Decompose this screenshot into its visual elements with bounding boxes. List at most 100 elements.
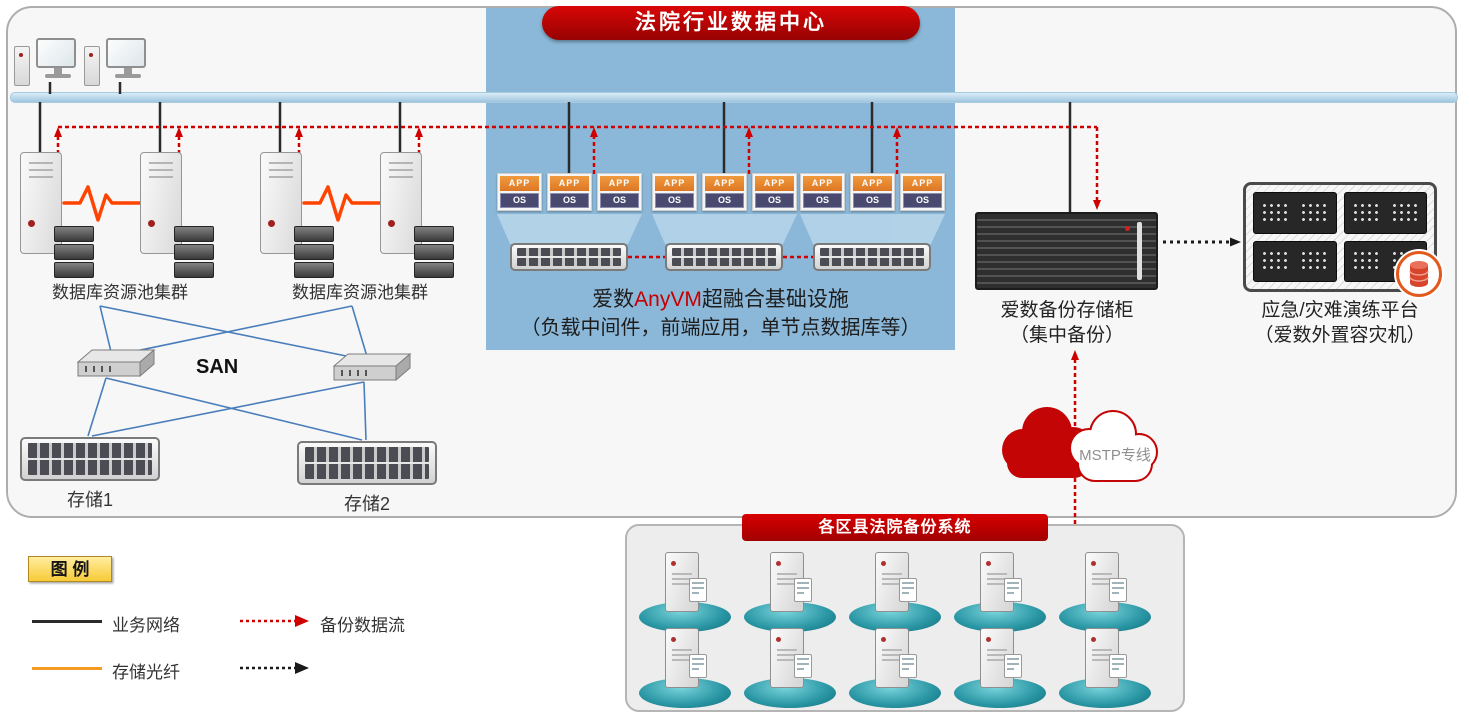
db-cluster-label-2: 数据库资源池集群	[292, 283, 428, 302]
legend-backup-flow-label: 备份数据流	[320, 616, 405, 635]
dr-server-icon	[1343, 192, 1427, 234]
disk-stack-icon	[174, 226, 214, 278]
cloud-label: MSTP专线	[1079, 447, 1151, 464]
legend-business-label: 业务网络	[112, 616, 180, 635]
san-switch-1	[76, 348, 156, 378]
hci-title-prefix: 爱数	[592, 288, 635, 311]
dr-platform	[1243, 182, 1437, 292]
database-icon	[1396, 251, 1442, 297]
app-label: APP	[705, 176, 744, 191]
hci-subtitle: （负载中间件，前端应用，单节点数据库等）	[520, 317, 921, 339]
title-banner: 法院行业数据中心	[542, 6, 920, 40]
workstation-tower-icon	[14, 46, 30, 86]
branch-server-icon	[635, 628, 735, 708]
dr-platform-subtitle: （爱数外置容灾机）	[1254, 325, 1426, 346]
cabinet-label-strip	[1137, 222, 1142, 280]
title-banner-label: 法院行业数据中心	[635, 11, 827, 34]
os-label: OS	[705, 193, 744, 208]
backup-cabinet-subtitle: （集中备份）	[1009, 325, 1124, 346]
workstation-group-1	[14, 38, 82, 88]
vm-node: APP OS	[752, 173, 797, 211]
app-label: APP	[755, 176, 794, 191]
backup-cabinet	[975, 212, 1158, 290]
vm-node: APP OS	[800, 173, 845, 211]
vm-storage-fans	[497, 214, 945, 244]
app-label: APP	[600, 176, 639, 191]
os-label: OS	[655, 193, 694, 208]
legend-title: 图 例	[28, 556, 112, 582]
network-bus	[10, 92, 1458, 103]
hci-storage-array-3	[813, 243, 931, 271]
vm-node: APP OS	[850, 173, 895, 211]
dr-platform-name: 应急/灾难演练平台	[1261, 300, 1419, 321]
workstation-monitor-icon	[36, 38, 80, 86]
vm-node: APP OS	[547, 173, 592, 211]
branch-server-icon	[740, 552, 840, 632]
vm-node: APP OS	[652, 173, 697, 211]
app-label: APP	[903, 176, 942, 191]
branch-server-icon	[1055, 552, 1155, 632]
san-fabric-lines	[87, 305, 369, 441]
hci-storage-array-1	[510, 243, 628, 271]
branch-server-icon	[950, 628, 1050, 708]
os-label: OS	[500, 193, 539, 208]
app-label: APP	[500, 176, 539, 191]
workstation-group-2	[84, 38, 152, 88]
storage2-label: 存储2	[343, 494, 390, 514]
hci-title-suffix: 超融合基础设施	[701, 288, 849, 311]
hci-title: 爱数AnyVM超融合基础设施	[486, 283, 955, 313]
branch-server-icon	[635, 552, 735, 632]
hci-title-brand: AnyVM	[634, 288, 702, 311]
branch-server-icon	[1055, 628, 1155, 708]
os-label: OS	[803, 193, 842, 208]
os-label: OS	[853, 193, 892, 208]
san-switch-2	[332, 352, 412, 382]
os-label: OS	[903, 193, 942, 208]
branch-banner: 各区县法院备份系统	[742, 514, 1048, 541]
db-server-3	[260, 152, 340, 278]
business-network-lines	[38, 82, 1072, 212]
db-cluster-label-1: 数据库资源池集群	[52, 283, 188, 302]
db-server-2	[140, 152, 220, 278]
vm-node: APP OS	[900, 173, 945, 211]
cabinet-led	[1125, 226, 1130, 231]
storage-array-2	[297, 441, 437, 485]
app-label: APP	[803, 176, 842, 191]
workstation-tower-icon	[84, 46, 100, 86]
disk-stack-icon	[54, 226, 94, 278]
branch-server-icon	[845, 552, 945, 632]
os-label: OS	[755, 193, 794, 208]
vm-node: APP OS	[497, 173, 542, 211]
legend-replication-arrow	[240, 662, 309, 674]
app-label: APP	[655, 176, 694, 191]
app-label: APP	[550, 176, 589, 191]
disk-stack-icon	[414, 226, 454, 278]
legend-fiber-line	[32, 667, 102, 670]
disk-stack-icon	[294, 226, 334, 278]
backup-flow-lines	[54, 125, 1101, 524]
backup-cabinet-name: 爱数备份存储柜	[1000, 300, 1134, 321]
app-label: APP	[853, 176, 892, 191]
os-label: OS	[600, 193, 639, 208]
branch-server-icon	[740, 628, 840, 708]
dr-server-icon	[1253, 240, 1337, 282]
mstp-cloud-icon: MSTP专线	[1002, 407, 1158, 482]
storage-array-1	[20, 437, 160, 481]
vm-node: APP OS	[702, 173, 747, 211]
legend-fiber-label: 存储光纤	[112, 663, 180, 682]
branch-server-icon	[845, 628, 945, 708]
db-server-1	[20, 152, 100, 278]
dr-server-icon	[1253, 192, 1337, 234]
legend-business-line	[32, 620, 102, 623]
db-server-4	[380, 152, 460, 278]
hci-storage-array-2	[665, 243, 783, 271]
vm-node: APP OS	[597, 173, 642, 211]
workstation-monitor-icon	[106, 38, 150, 86]
storage1-label: 存储1	[66, 490, 113, 510]
san-label: SAN	[196, 356, 239, 378]
legend-backup-flow-arrow	[240, 615, 309, 627]
heartbeat-icon	[62, 185, 382, 222]
os-label: OS	[550, 193, 589, 208]
